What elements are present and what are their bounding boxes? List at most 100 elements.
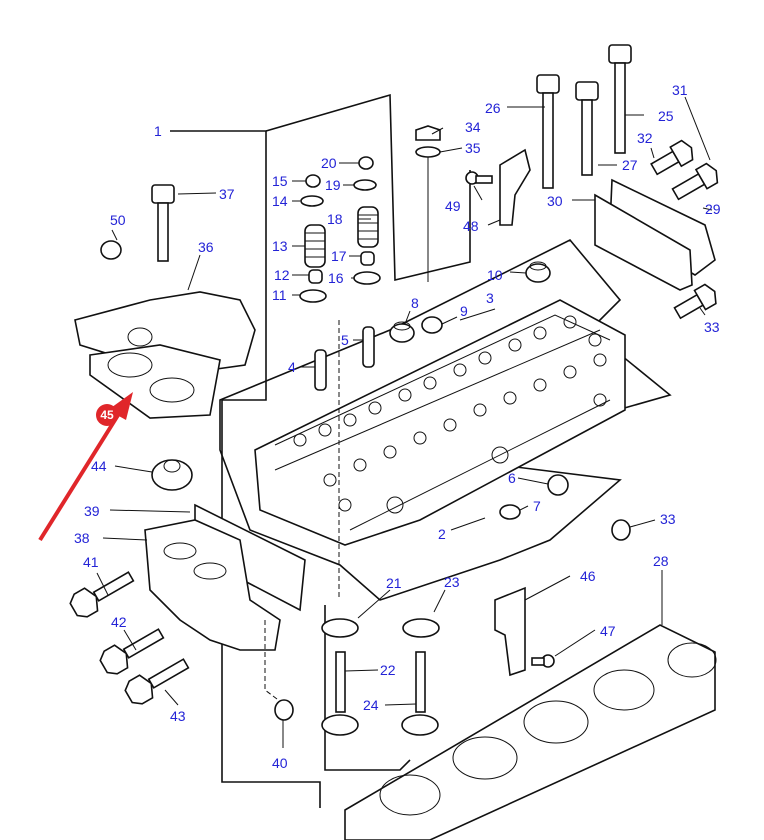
group-outline-top <box>265 93 471 282</box>
callout-48[interactable]: 48 <box>463 218 479 234</box>
callout-21[interactable]: 21 <box>386 575 402 591</box>
callout-20[interactable]: 20 <box>321 155 337 171</box>
seal-ring-21 <box>321 618 359 638</box>
callout-14[interactable]: 14 <box>272 193 288 209</box>
head-gasket <box>344 624 716 840</box>
bolt-41 <box>69 571 135 618</box>
callout-25[interactable]: 25 <box>658 108 674 124</box>
callout-30[interactable]: 30 <box>547 193 563 209</box>
callout-10[interactable]: 10 <box>487 267 503 283</box>
callout-33-upper[interactable]: 33 <box>704 319 720 335</box>
bolt-42 <box>99 628 165 675</box>
bolt-47 <box>531 654 555 668</box>
bracket-46 <box>494 586 526 677</box>
callout-5[interactable]: 5 <box>341 332 349 348</box>
callout-7[interactable]: 7 <box>533 498 541 514</box>
callout-47[interactable]: 47 <box>600 623 616 639</box>
bolt-31 <box>671 162 719 201</box>
valve-22 <box>321 651 359 736</box>
callout-1[interactable]: 1 <box>154 123 162 139</box>
bolt-43 <box>124 658 190 705</box>
callout-11[interactable]: 11 <box>272 287 287 303</box>
group-outline-right <box>324 605 411 771</box>
callout-42[interactable]: 42 <box>111 614 127 630</box>
callout-2[interactable]: 2 <box>438 526 446 542</box>
seat-16 <box>353 271 381 285</box>
spring-18 <box>357 206 379 248</box>
callout-33-lower[interactable]: 33 <box>660 511 676 527</box>
callout-3[interactable]: 3 <box>486 290 494 306</box>
callout-23[interactable]: 23 <box>444 574 460 590</box>
spring-13 <box>304 224 326 268</box>
plug-9 <box>421 316 443 334</box>
valve-guide-4 <box>314 349 327 391</box>
callout-41[interactable]: 41 <box>83 554 99 570</box>
callout-8[interactable]: 8 <box>411 295 419 311</box>
callout-26[interactable]: 26 <box>485 100 501 116</box>
callout-36[interactable]: 36 <box>198 239 214 255</box>
seal-ring-23 <box>402 618 440 638</box>
bolt-37 <box>151 184 175 262</box>
plug-8 <box>389 321 415 343</box>
callout-37[interactable]: 37 <box>219 186 235 202</box>
bracket-48 <box>499 148 531 226</box>
callout-17[interactable]: 17 <box>331 248 347 264</box>
valve-24 <box>401 651 439 736</box>
washer-35 <box>415 146 441 158</box>
callout-24[interactable]: 24 <box>363 697 379 713</box>
cylinder-head <box>254 299 626 546</box>
callout-38[interactable]: 38 <box>74 530 90 546</box>
callout-12[interactable]: 12 <box>274 267 290 283</box>
bolt-25 <box>608 44 632 154</box>
bolt-33-upper <box>673 283 717 320</box>
plug-10 <box>525 261 551 283</box>
plug-7 <box>499 504 521 520</box>
callout-19[interactable]: 19 <box>325 177 341 193</box>
callout-50[interactable]: 50 <box>110 212 126 228</box>
cap-20 <box>358 156 374 170</box>
callout-49[interactable]: 49 <box>445 198 461 214</box>
callout-43[interactable]: 43 <box>170 708 186 724</box>
callout-35[interactable]: 35 <box>465 140 481 156</box>
callout-13[interactable]: 13 <box>272 238 288 254</box>
head-gasket-bores <box>379 642 717 816</box>
washer-14 <box>300 195 324 207</box>
washer-19 <box>353 179 377 191</box>
callout-40[interactable]: 40 <box>272 755 288 771</box>
callout-31[interactable]: 31 <box>672 82 688 98</box>
thermostat-44 <box>151 459 193 491</box>
valve-guide-5 <box>362 326 375 368</box>
leader-lines <box>96 96 713 748</box>
callout-46[interactable]: 46 <box>580 568 596 584</box>
gasket-45 <box>89 344 221 419</box>
callout-44[interactable]: 44 <box>91 458 107 474</box>
callout-32[interactable]: 32 <box>637 130 653 146</box>
cover-gasket-30 <box>594 193 693 291</box>
callout-27[interactable]: 27 <box>622 157 638 173</box>
callout-4[interactable]: 4 <box>288 359 296 375</box>
callout-34[interactable]: 34 <box>465 119 481 135</box>
callout-22[interactable]: 22 <box>380 662 396 678</box>
plug-50 <box>100 240 122 260</box>
callout-45-highlighted[interactable]: 45 <box>96 404 118 426</box>
seat-11 <box>299 289 327 303</box>
seal-17 <box>360 251 375 266</box>
bolt-49 <box>465 171 493 185</box>
plug-40 <box>274 699 294 721</box>
bolt-26 <box>536 74 560 189</box>
callout-18[interactable]: 18 <box>327 211 343 227</box>
plug-6 <box>547 474 569 496</box>
bolt-27 <box>575 81 599 176</box>
callout-15[interactable]: 15 <box>272 173 288 189</box>
callout-16[interactable]: 16 <box>328 270 344 286</box>
callout-28[interactable]: 28 <box>653 553 669 569</box>
plug-34 <box>415 125 441 141</box>
seal-12 <box>308 269 323 284</box>
callout-29[interactable]: 29 <box>705 201 721 217</box>
callout-6[interactable]: 6 <box>508 470 516 486</box>
callout-39[interactable]: 39 <box>84 503 100 519</box>
cap-15 <box>305 174 321 188</box>
callout-9[interactable]: 9 <box>460 303 468 319</box>
